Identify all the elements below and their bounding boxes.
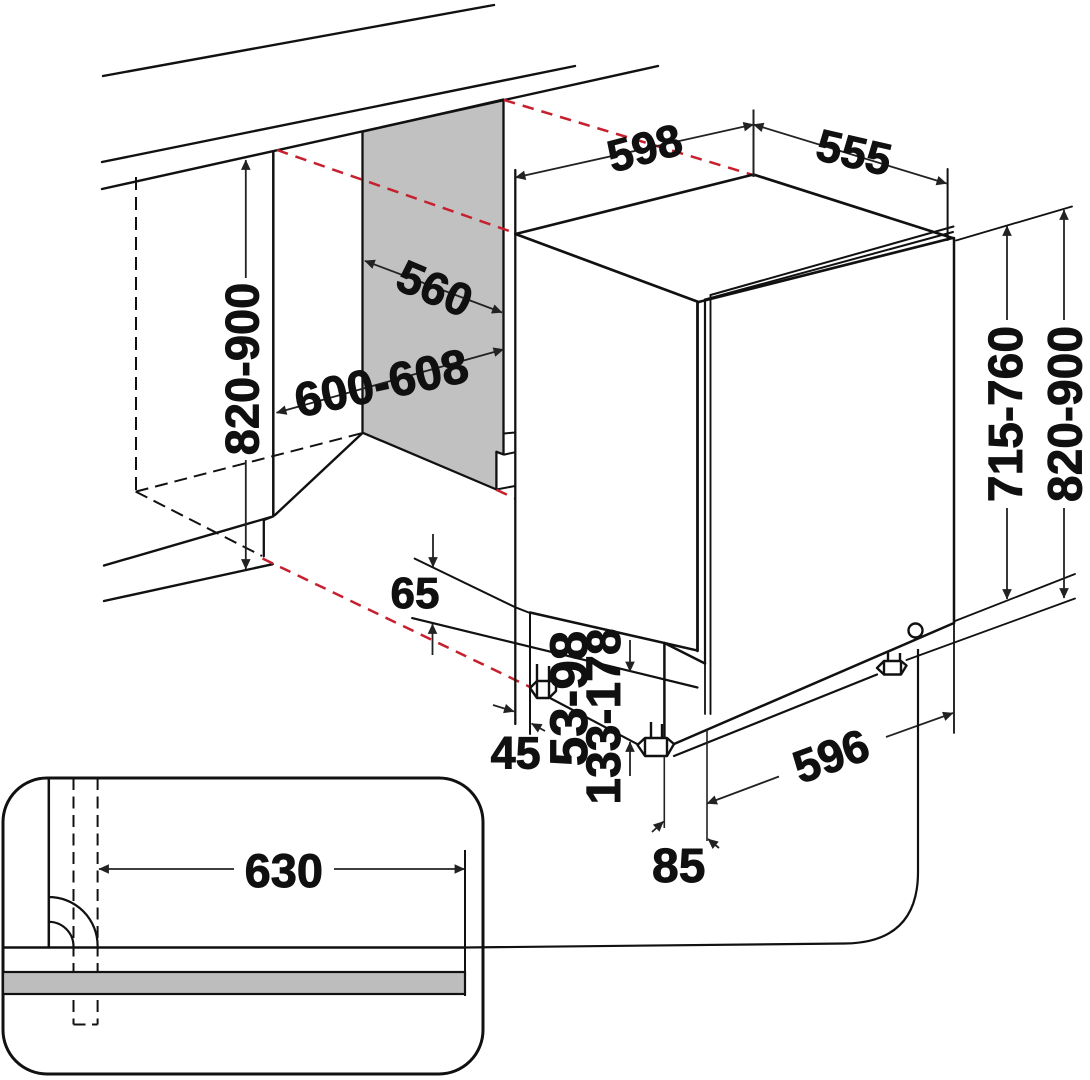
svg-text:820-900: 820-900 [216, 283, 269, 456]
svg-text:820-900: 820-900 [1040, 326, 1090, 502]
svg-text:560: 560 [389, 249, 480, 327]
svg-text:596: 596 [786, 718, 876, 793]
svg-text:45: 45 [491, 728, 541, 779]
svg-text:53-98: 53-98 [540, 631, 599, 767]
svg-text:598: 598 [602, 114, 688, 183]
svg-text:133-178: 133-178 [578, 628, 631, 804]
svg-text:85: 85 [652, 840, 705, 893]
svg-text:715-760: 715-760 [980, 326, 1033, 502]
svg-text:630: 630 [245, 844, 323, 897]
svg-text:65: 65 [391, 569, 440, 618]
svg-text:555: 555 [812, 119, 897, 186]
